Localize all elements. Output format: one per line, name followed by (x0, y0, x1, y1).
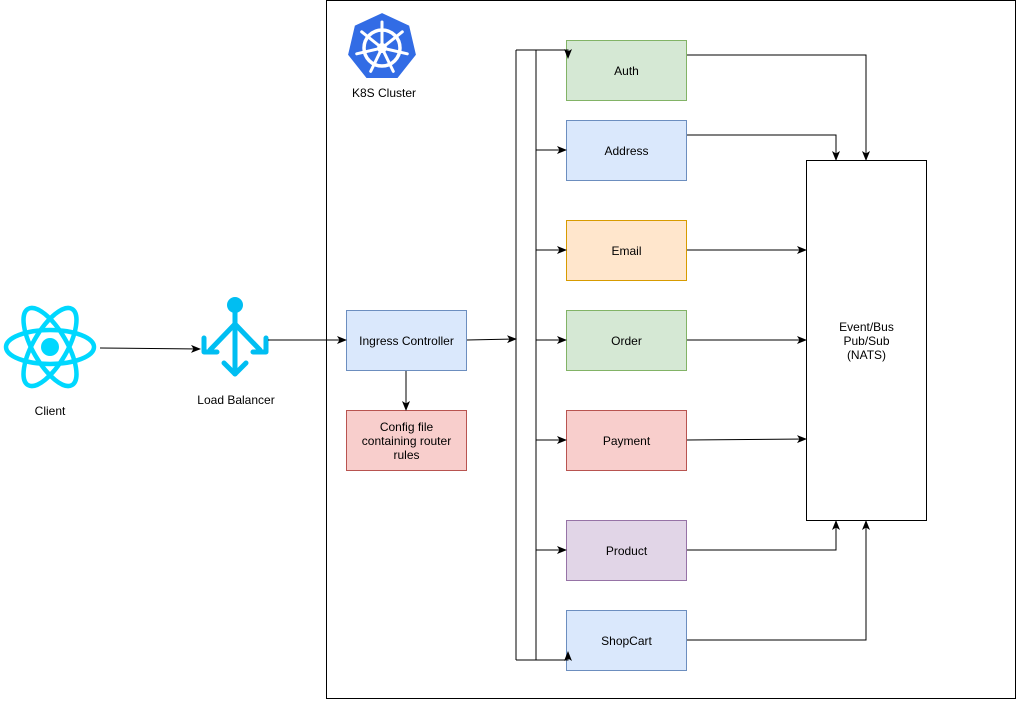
config-file-node[interactable]: Config file containing router rules (346, 410, 467, 471)
product-service-label: Product (605, 543, 648, 558)
address-service-node[interactable]: Address (566, 120, 687, 181)
order-service-label: Order (611, 333, 642, 348)
load-balancer-icon (201, 297, 269, 377)
load-balancer-label: Load Balancer (197, 393, 275, 407)
event-bus-line1: Event/Bus (839, 319, 894, 334)
cluster-label: K8S Cluster (351, 86, 417, 100)
payment-service-node[interactable]: Payment (566, 410, 687, 471)
payment-service-label: Payment (602, 433, 651, 448)
order-service-node[interactable]: Order (566, 310, 687, 371)
product-service-node[interactable]: Product (566, 520, 687, 581)
event-bus-node[interactable]: Event/Bus Pub/Sub (NATS) (806, 160, 927, 521)
shopcart-service-label: ShopCart (601, 633, 652, 648)
event-bus-line2: Pub/Sub (843, 333, 890, 348)
edge-client-lb (99, 344, 201, 353)
kubernetes-helm-icon (345, 10, 419, 80)
react-atom-icon (3, 305, 97, 389)
address-service-label: Address (604, 143, 649, 158)
client-label: Client (34, 404, 66, 418)
shopcart-service-node[interactable]: ShopCart (566, 610, 687, 671)
config-file-label: Config file containing router rules (361, 419, 452, 462)
ingress-controller-label: Ingress Controller (359, 333, 454, 348)
k8s-cluster-boundary (326, 0, 1016, 699)
event-bus-line3: (NATS) (846, 347, 887, 362)
auth-service-node[interactable]: Auth (566, 40, 687, 101)
ingress-controller-node[interactable]: Ingress Controller (346, 310, 467, 371)
auth-service-label: Auth (614, 63, 639, 78)
email-service-label: Email (611, 243, 642, 258)
email-service-node[interactable]: Email (566, 220, 687, 281)
